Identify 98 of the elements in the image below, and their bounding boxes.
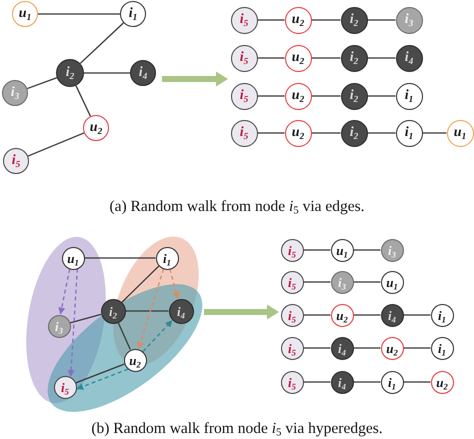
edge-line — [368, 19, 396, 21]
walk-node: u$_{2}$ — [284, 6, 312, 34]
walk-node: i$_{3}$ — [396, 6, 422, 34]
walk-list-figure — [279, 237, 455, 395]
walk-node: i$_{1}$ — [430, 336, 454, 360]
walk-node: i$_{5}$ — [280, 304, 304, 326]
edge-line — [84, 257, 156, 259]
walk-node: u$_{1}$ — [380, 270, 404, 294]
graph-node: i$_{3}$ — [2, 80, 28, 106]
graph-node: i$_{5}$ — [54, 376, 76, 398]
edge-line — [28, 132, 84, 157]
edge-line — [304, 281, 330, 283]
walk-node: u$_{2}$ — [284, 82, 312, 110]
walk-node: u$_{2}$ — [380, 336, 404, 360]
edge-line — [80, 22, 124, 64]
edge-line — [404, 347, 430, 349]
walk-node: u$_{2}$ — [430, 370, 454, 394]
graph-node: i$_{2}$ — [56, 59, 84, 87]
edge-line — [354, 314, 380, 316]
edge-line — [312, 95, 340, 97]
walk-node: u$_{2}$ — [284, 120, 312, 146]
graph-node: u$_{2}$ — [124, 348, 146, 372]
walk-node: i$_{2}$ — [340, 44, 368, 72]
graph-node: i$_{4}$ — [168, 298, 194, 324]
edge-line — [304, 381, 330, 383]
graph-node: i$_{2}$ — [100, 298, 126, 324]
edge-line — [258, 132, 284, 134]
walk-node: i$_{5}$ — [280, 270, 304, 294]
walk-node: u$_{1}$ — [446, 120, 474, 146]
walk-node: u$_{2}$ — [330, 304, 354, 326]
graph-node: i$_{3}$ — [48, 314, 70, 338]
walk-node: i$_{3}$ — [330, 270, 354, 294]
edge-line — [354, 381, 380, 383]
walk-node: i$_{1}$ — [380, 370, 404, 394]
edge-line — [312, 132, 340, 134]
edge-line — [354, 347, 380, 349]
graph-node: i$_{1}$ — [156, 246, 178, 270]
walk-node: i$_{3}$ — [380, 238, 404, 262]
walk-node: i$_{2}$ — [340, 82, 368, 110]
edge-line — [258, 57, 284, 59]
caption: (b) Random walk from node i$_{5}$ via hyperedges. — [91, 420, 383, 438]
edge-line — [84, 72, 130, 74]
dashed-arrow — [58, 268, 70, 315]
dashed-arrow — [76, 368, 128, 390]
edge-line — [312, 19, 340, 21]
walk-node: u$_{1}$ — [330, 238, 354, 262]
walk-node: i$_{4}$ — [330, 370, 354, 394]
edge-line — [38, 13, 120, 15]
walk-node: u$_{2}$ — [284, 44, 312, 72]
edge-line — [422, 132, 446, 134]
edge-line — [354, 249, 380, 251]
walk-node: i$_{5}$ — [280, 370, 304, 394]
walk-node: i$_{1}$ — [396, 120, 422, 146]
graph-node: u$_{1}$ — [62, 246, 84, 270]
block-arrow — [204, 306, 279, 318]
edge-line — [121, 266, 160, 303]
graph-node: i$_{1}$ — [120, 1, 146, 27]
dashed-arrow — [137, 268, 164, 350]
walk-node: i$_{5}$ — [230, 44, 258, 72]
walk-node: i$_{5}$ — [280, 238, 304, 262]
edge-line — [304, 314, 330, 316]
edge-line — [27, 77, 58, 90]
edge-line — [304, 249, 330, 251]
edge-line — [118, 322, 131, 350]
walk-node: i$_{4}$ — [330, 336, 354, 360]
edge-line — [304, 347, 330, 349]
edge-line — [75, 85, 92, 117]
walk-node: i$_{4}$ — [380, 304, 404, 326]
edge-line — [258, 19, 284, 21]
dashed-arrow — [169, 268, 180, 299]
edge-line — [404, 381, 430, 383]
graph-node: i$_{5}$ — [3, 148, 29, 174]
edge-line — [312, 57, 340, 59]
edge-line — [70, 314, 102, 324]
edge-line — [258, 95, 284, 97]
edge-line — [368, 95, 396, 97]
edge-line — [126, 310, 168, 312]
edge-line — [404, 314, 430, 316]
block-arrow — [162, 73, 228, 85]
walk-node: i$_{5}$ — [230, 120, 258, 146]
dashed-arrow — [142, 320, 172, 352]
edge-line — [76, 364, 124, 384]
walk-node: i$_{5}$ — [230, 6, 258, 34]
caption: (a) Random walk from node i$_{5}$ via edges. — [109, 198, 365, 216]
walk-node: i$_{2}$ — [340, 6, 368, 34]
walk-node: i$_{4}$ — [396, 44, 422, 72]
dashed-arrow — [68, 268, 78, 377]
graph-node: u$_{2}$ — [83, 115, 109, 141]
walk-node: i$_{2}$ — [340, 120, 368, 146]
edge-line — [368, 57, 396, 59]
walk-node: i$_{1}$ — [430, 304, 454, 326]
walk-node: i$_{1}$ — [396, 82, 422, 110]
walk-node: i$_{5}$ — [280, 336, 304, 360]
edge-line — [354, 281, 380, 283]
graph-node: i$_{4}$ — [130, 60, 156, 86]
walk-node: i$_{5}$ — [230, 82, 258, 110]
graph-node: u$_{1}$ — [12, 1, 38, 27]
edge-line — [368, 132, 396, 134]
